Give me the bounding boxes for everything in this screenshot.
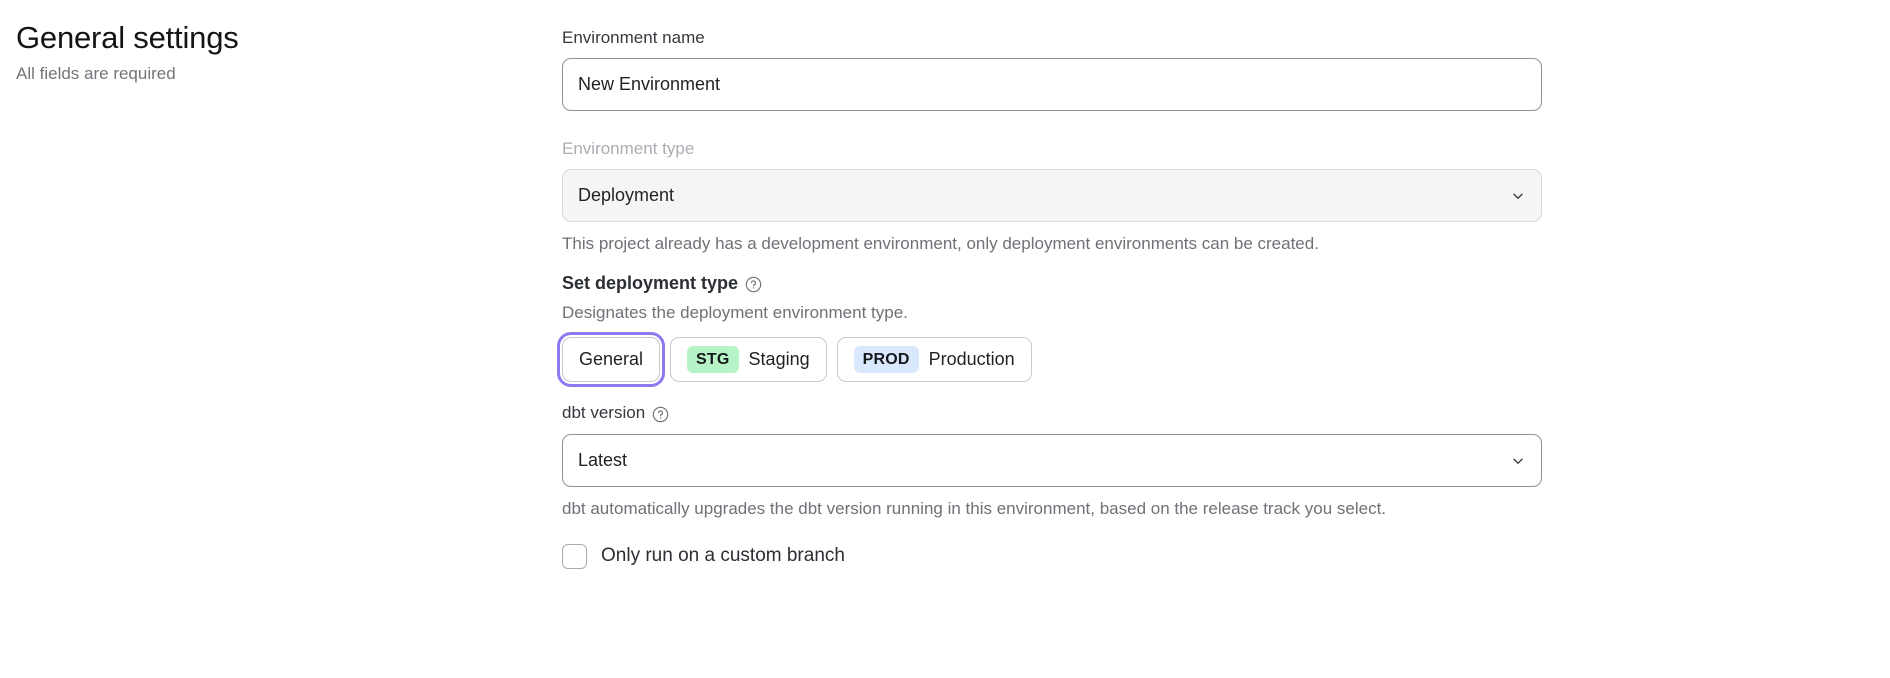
staging-badge: STG	[687, 346, 739, 373]
deployment-type-option-general[interactable]: General	[556, 332, 666, 387]
deployment-type-heading: Set deployment type	[562, 273, 739, 293]
page-subtitle: All fields are required	[16, 64, 176, 83]
environment-name-input[interactable]: New Environment	[562, 58, 1542, 111]
deployment-type-description: Designates the deployment environment ty…	[562, 303, 908, 322]
deployment-type-options: General STG Staging PROD Production	[556, 332, 1542, 387]
environment-type-field: Environment type Deployment This project…	[562, 137, 1542, 256]
question-circle-icon[interactable]	[745, 276, 762, 293]
environment-type-select-wrap: Deployment	[562, 169, 1542, 222]
dbt-version-select[interactable]: Latest	[562, 434, 1542, 487]
environment-type-label: Environment type	[562, 139, 695, 158]
custom-branch-label: Only run on a custom branch	[601, 545, 845, 566]
dbt-version-select-wrap: Latest	[562, 434, 1542, 487]
environment-type-select[interactable]: Deployment	[562, 169, 1542, 222]
dbt-version-label: dbt version	[562, 403, 646, 422]
environment-type-helper: This project already has a development e…	[562, 234, 1319, 253]
custom-branch-row[interactable]: Only run on a custom branch	[562, 543, 1542, 569]
deployment-type-section: Set deployment type Designates the deplo…	[556, 270, 1542, 387]
dbt-version-label-row: dbt version	[562, 400, 1542, 426]
deployment-type-option-general-label: General	[579, 349, 644, 369]
question-circle-icon[interactable]	[652, 406, 669, 423]
deployment-type-heading-row: Set deployment type	[562, 270, 1542, 296]
settings-form: Environment name New Environment Environ…	[556, 26, 1542, 569]
dbt-version-helper: dbt automatically upgrades the dbt versi…	[562, 499, 1387, 518]
deployment-type-option-production[interactable]: PROD Production	[836, 337, 1032, 382]
deployment-type-option-staging[interactable]: STG Staging	[670, 337, 827, 382]
page-title: General settings	[16, 20, 239, 55]
environment-name-label: Environment name	[562, 28, 705, 47]
production-badge: PROD	[853, 346, 919, 373]
settings-header: General settings All fields are required	[16, 18, 516, 86]
environment-name-field: Environment name New Environment	[562, 26, 1542, 111]
dbt-version-field: dbt version Latest dbt automatically upg…	[562, 400, 1542, 521]
deployment-type-option-production-label: Production	[928, 349, 1015, 369]
deployment-type-option-staging-label: Staging	[748, 349, 810, 369]
custom-branch-checkbox[interactable]	[562, 543, 587, 569]
